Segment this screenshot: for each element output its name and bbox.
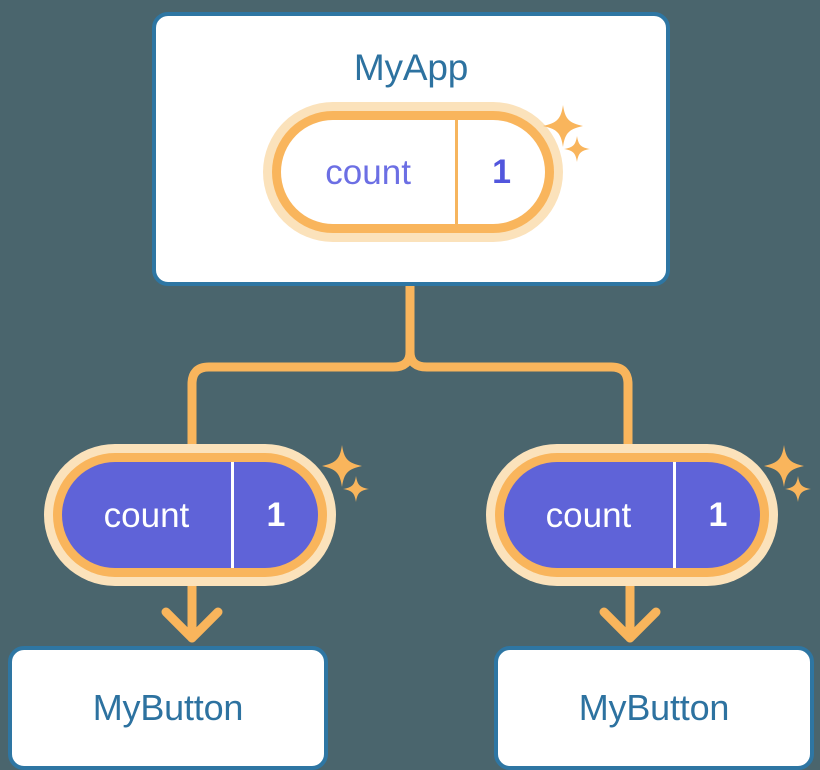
state-key-label: count: [545, 495, 632, 535]
state-pill-body: count 1: [62, 462, 318, 568]
state-key-label: count: [103, 495, 190, 535]
button-component-title: MyButton: [92, 687, 244, 728]
sparkle-small-icon: [785, 476, 811, 502]
state-value-label: 1: [455, 120, 545, 224]
connector-trunk-and-branches: [187, 281, 633, 460]
state-pill-body: count 1: [504, 462, 760, 568]
state-key-label: count: [325, 152, 411, 192]
arrow-right-state-to-button: [599, 575, 661, 643]
state-pill-right[interactable]: count 1: [486, 444, 778, 586]
state-pill-left[interactable]: count 1: [44, 444, 336, 586]
button-component-left[interactable]: MyButton: [8, 646, 328, 770]
button-component-title: MyButton: [578, 687, 730, 728]
state-pill-app[interactable]: count 1: [263, 102, 563, 242]
state-value-label: 1: [230, 462, 318, 568]
state-pill-body: count 1: [281, 120, 545, 224]
state-value-label: 1: [672, 462, 760, 568]
app-component-title: MyApp: [353, 47, 469, 88]
sparkle-small-icon: [343, 476, 369, 502]
arrow-left-state-to-button: [161, 575, 223, 643]
button-component-right[interactable]: MyButton: [494, 646, 814, 770]
